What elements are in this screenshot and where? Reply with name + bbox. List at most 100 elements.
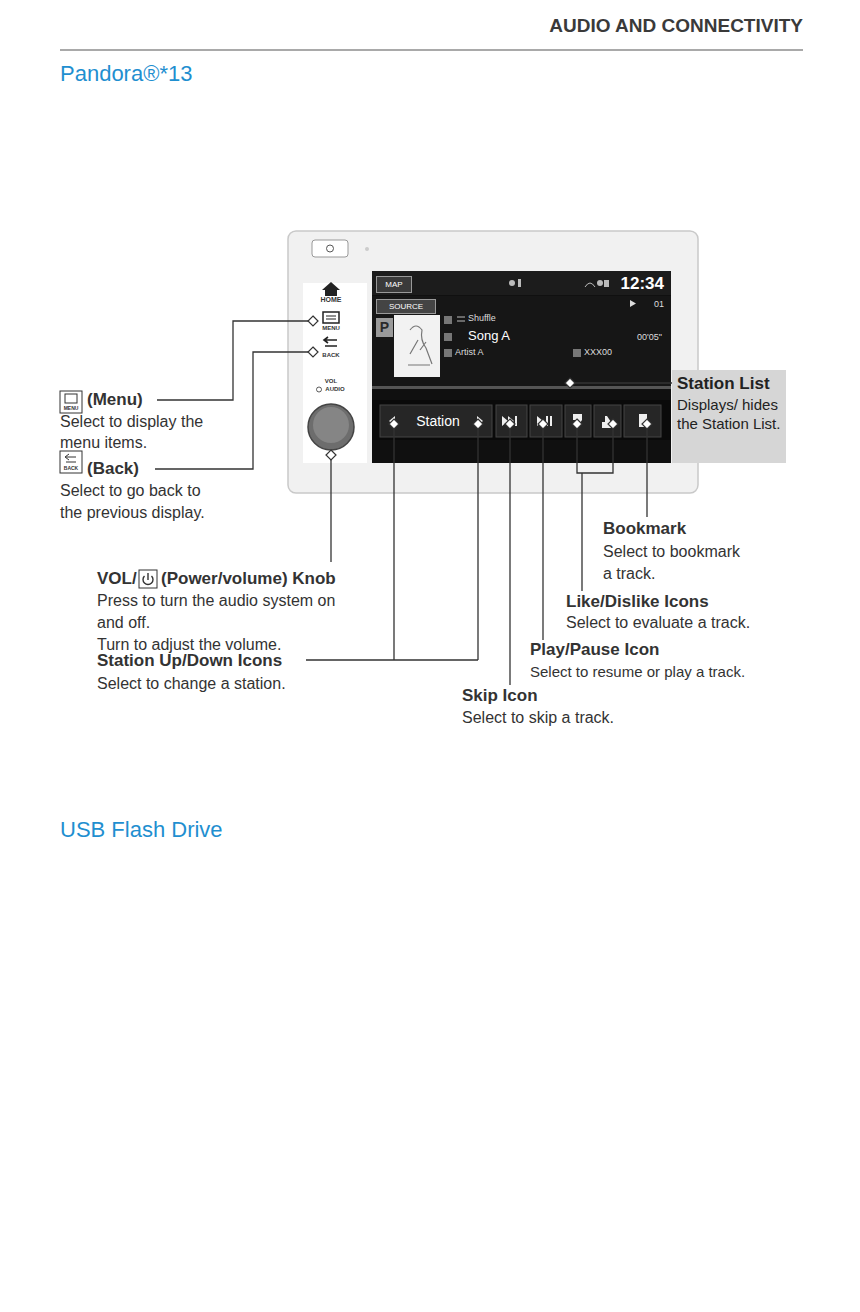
back-icon: [324, 337, 337, 346]
screen-text: 01: [640, 298, 664, 310]
power-callout-glyph: [143, 573, 153, 585]
album-icon: [573, 349, 581, 357]
back-callout-icon: [60, 451, 82, 473]
leader-diamond: [473, 419, 483, 429]
button-label: BACK: [316, 352, 346, 359]
node-title: Station: [404, 411, 472, 431]
power-symbol: [317, 387, 322, 392]
button-label: AUDIO: [320, 386, 350, 393]
list-icon: [444, 316, 452, 324]
menu-leader: [157, 321, 313, 400]
back-leader: [155, 352, 313, 469]
section-heading: USB Flash Drive: [60, 816, 360, 844]
power-callout-icon: [139, 570, 157, 588]
leader-diamond: [308, 316, 318, 326]
knob-leader: [330, 455, 331, 562]
node-title: P: [376, 318, 393, 337]
station-leader: [306, 424, 478, 660]
like-button: [594, 405, 621, 437]
menu-callout-glyph: [65, 394, 77, 403]
button-bar: [372, 400, 671, 440]
callout-text: Select to change a station.: [97, 673, 337, 695]
button-label: VOL: [316, 378, 346, 385]
status-icon: [509, 280, 515, 286]
skip-leader: [509, 424, 510, 685]
indicator-dot: [365, 247, 369, 251]
button-label: HOME: [316, 296, 346, 304]
source-button: SOURCE: [376, 299, 436, 314]
leader-diamond: [565, 378, 575, 388]
callout-text: Select to go back to the previous displa…: [60, 480, 225, 524]
play-indicator: [630, 300, 636, 307]
callout-title: Bookmark: [603, 518, 783, 539]
volume-knob: [308, 404, 354, 450]
station-list-leader: [570, 382, 672, 383]
node-title: Station List: [677, 373, 781, 395]
node-text: Displays/ hides the Station List.: [677, 395, 781, 433]
callout-text: Select to display the menu items.: [60, 411, 205, 453]
callout-title: (Back): [87, 458, 207, 479]
screen-text: Shuffle: [468, 312, 558, 324]
status-bar: [372, 271, 671, 295]
status-icon: [597, 280, 603, 286]
callout-title: (Menu): [87, 389, 207, 410]
menu-icon: [323, 312, 339, 323]
artist-icon: [444, 349, 452, 357]
shuffle-icon: [457, 317, 465, 321]
callout-text: Select to bookmark a track.: [603, 541, 753, 585]
callout-text: Select to skip a track.: [462, 707, 712, 729]
screen-text: Artist A: [455, 346, 545, 358]
home-icon: [322, 282, 340, 296]
bookmark-leader: [646, 424, 647, 517]
button-label: MENU: [316, 325, 346, 332]
clock: 12:34: [596, 274, 664, 294]
menu-icon-line: [326, 319, 336, 320]
button-column: [303, 283, 367, 463]
top-button-icon: [327, 245, 334, 252]
leader-diamond: [642, 419, 652, 429]
screen-text: XXX00: [584, 346, 644, 358]
pandora-logo: P: [376, 318, 393, 337]
song-icon: [444, 333, 452, 341]
album-art-sketch: [408, 326, 432, 365]
status-icon: [518, 279, 521, 287]
node-title: SOURCE: [377, 300, 435, 313]
back-callout-glyph: [65, 454, 76, 462]
leader-diamond: [572, 419, 582, 429]
callout-title: Play/Pause Icon: [530, 639, 750, 660]
callout-title: Skip Icon: [462, 685, 662, 706]
screen-text: 00'05": [606, 331, 662, 343]
callout-text: Select to evaluate a track.: [566, 612, 806, 634]
play-leader: [542, 424, 543, 640]
icon-label: MENU: [60, 405, 82, 411]
station-label-box: Station: [404, 411, 472, 431]
pause-glyph: [550, 416, 552, 426]
menu-icon-line: [326, 316, 336, 317]
station-button: [380, 405, 492, 437]
callout-box: Station ListDisplays/ hides the Station …: [672, 370, 786, 463]
icon-label: BACK: [60, 465, 82, 471]
menu-callout-icon: [60, 391, 82, 413]
album-art: [394, 315, 440, 377]
leader-diamond: [326, 450, 336, 460]
info-area: [372, 296, 671, 388]
map-button: MAP: [376, 276, 412, 293]
signal-icon: [604, 280, 609, 287]
skip-button: [496, 405, 527, 437]
leader-diamonds: [308, 316, 652, 460]
leader-diamond: [505, 419, 515, 429]
bookmark-button: [624, 405, 661, 437]
leader-diamond: [389, 419, 399, 429]
callout-text: Select to resume or play a track.: [530, 661, 800, 683]
play-button: [530, 405, 562, 437]
section-heading: Pandora®*13: [60, 60, 460, 88]
top-button: [312, 240, 348, 257]
volume-knob-face: [313, 407, 349, 443]
page-header: AUDIO AND CONNECTIVITY: [505, 14, 803, 38]
callout-text: Press to turn the audio system on and of…: [97, 590, 359, 634]
head-unit-panel: [288, 231, 698, 493]
station-list-bar: [372, 386, 671, 389]
header-rule: [60, 49, 803, 50]
callout-title: Like/Dislike Icons: [566, 591, 796, 612]
